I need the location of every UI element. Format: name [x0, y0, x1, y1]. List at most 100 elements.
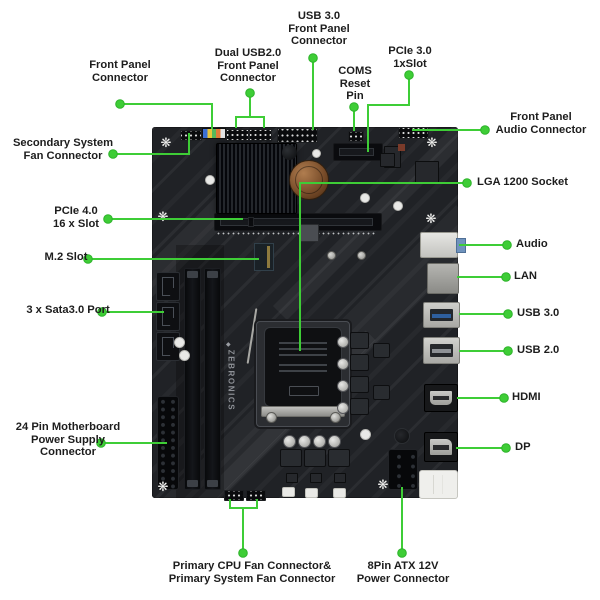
callout-label-usb2: USB 2.0: [517, 344, 559, 357]
speaker-buzzer: [394, 428, 410, 444]
callout-dot-dp: [501, 443, 511, 453]
callout-label-lan: LAN: [514, 270, 537, 283]
standoff-hole: [312, 149, 321, 158]
cmos-reset-pin-header: [348, 131, 364, 142]
gear-decoration-icon: ❋: [160, 135, 172, 150]
ic-chip: [300, 224, 319, 242]
connector-bit: [282, 487, 295, 497]
ic-chip: [334, 473, 346, 483]
gear-decoration-icon: ❋: [426, 135, 438, 150]
callout-label-line: Power Connector: [356, 572, 450, 585]
capacitor: [337, 380, 349, 392]
callout-dot-lga: [462, 178, 472, 188]
callout-dot-pcie3-x1: [404, 70, 414, 80]
callout-label-line: Pin: [346, 90, 364, 103]
callout-dot-secondary-fan: [108, 149, 118, 159]
callout-label-line: Secondary System: [12, 137, 114, 149]
vrm-choke: [280, 449, 302, 467]
callout-dot-sata: [97, 307, 107, 317]
sata-port-2: [156, 302, 180, 331]
gear-decoration-icon: ❋: [425, 211, 437, 226]
callout-dot-fans-bottom: [238, 548, 248, 558]
ic-chip: [310, 473, 322, 483]
pcie-x1-slot: [333, 143, 383, 161]
callout-label-m2: M.2 Slot: [45, 251, 88, 264]
gear-decoration-icon: ❋: [157, 209, 169, 224]
callout-label-line: 16 x Slot: [52, 217, 100, 230]
callout-label-line: M.2 Slot: [44, 251, 88, 263]
vrm-choke: [350, 354, 369, 371]
callout-dot-atx8: [397, 548, 407, 558]
system-fan-header: [246, 490, 266, 501]
callout-label-line: Connector: [220, 72, 276, 85]
callout-dot-front-panel: [115, 99, 125, 109]
callout-dot-lan: [501, 272, 511, 282]
white-power-connector: [419, 470, 458, 499]
vrm-choke: [304, 449, 326, 467]
capacitor: [337, 336, 349, 348]
callout-label-line: LAN: [514, 270, 537, 282]
callout-dot-power24: [96, 438, 106, 448]
callout-label-line: Primary System Fan Connector: [168, 572, 336, 585]
vrm-choke: [350, 332, 369, 349]
callout-label-line: 1xSlot: [393, 57, 427, 70]
usb3-front-panel-header: [277, 128, 318, 143]
gear-decoration-icon: ❋: [157, 479, 169, 494]
vrm-choke: [373, 385, 390, 400]
callout-label-line: Front Panel: [89, 59, 151, 71]
cpu-socket-cover: [264, 327, 342, 407]
callout-label-line: Reset: [339, 77, 371, 90]
callout-dot-usb3-front: [308, 53, 318, 63]
lan-port: [427, 263, 459, 294]
sata-port-1: [156, 272, 180, 301]
motherboard-photo: ◆ ZEBRONICS ❋: [152, 127, 466, 501]
usb2-front-panel-header-2: [249, 129, 272, 141]
callout-label-line: HDMI: [512, 391, 541, 403]
callout-label-line: Power Supply: [31, 433, 105, 446]
vrm-choke: [350, 376, 369, 393]
capacitor: [328, 435, 341, 448]
m2-standoff: [357, 251, 366, 260]
dimm-slot-1: [184, 268, 201, 490]
usb3-port: [423, 302, 460, 328]
callout-line-front-panel: [120, 103, 213, 129]
callout-label-line: 24 Pin Motherboard: [15, 421, 121, 433]
callout-dot-usb3: [503, 309, 513, 319]
standoff-hole: [393, 201, 403, 211]
standoff-hole: [205, 175, 215, 185]
brand-name: ZEBRONICS: [226, 349, 236, 412]
callout-label-line: Front Panel: [288, 22, 350, 35]
callout-label-hdmi: HDMI: [512, 391, 541, 404]
callout-label-line: Audio Connector: [495, 123, 587, 136]
atx-8pin-connector: [388, 449, 418, 490]
capacitor: [283, 435, 296, 448]
callout-label-line: Dual USB2.0: [214, 47, 282, 59]
super-io-chip: [415, 161, 439, 183]
callout-label-line: 8Pin ATX 12V: [367, 560, 439, 572]
callout-label-line: DP: [515, 441, 531, 453]
front-panel-header: [202, 128, 226, 139]
callout-dot-front-audio: [480, 125, 490, 135]
callout-label-line: Front Panel: [217, 59, 279, 72]
callout-dot-audio: [502, 240, 512, 250]
callout-label-fans-bottom: Primary CPU Fan Connector&Primary System…: [169, 560, 336, 585]
hdmi-port: [424, 384, 458, 412]
callout-label-lga: LGA 1200 Socket: [477, 176, 568, 189]
callout-label-line: PCIe 4.0: [54, 205, 98, 217]
callout-label-dp: DP: [515, 441, 531, 454]
displayport-port: [424, 432, 458, 462]
callout-dot-usb2: [503, 346, 513, 356]
callout-label-line: Connector: [92, 71, 148, 84]
callout-label-line: Front Panel: [510, 111, 572, 123]
socket-screw: [330, 412, 341, 423]
callout-dot-dual-usb2: [245, 88, 255, 98]
standoff-hole: [360, 429, 371, 440]
